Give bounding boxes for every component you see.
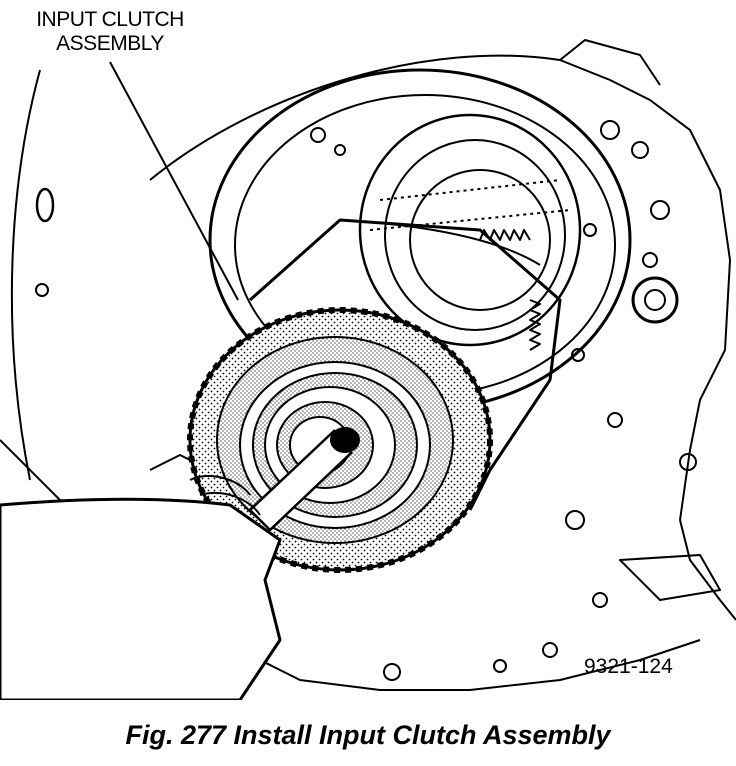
input-shaft bbox=[248, 427, 360, 532]
reaction-clutch-drum bbox=[358, 113, 582, 347]
input-clutch-illustration bbox=[0, 39, 736, 700]
hand bbox=[0, 475, 282, 700]
callout-line-1: INPUT CLUTCH bbox=[36, 8, 184, 31]
callout-line-2: ASSEMBLY bbox=[56, 32, 164, 55]
figure-caption: Fig. 277 Install Input Clutch Assembly bbox=[125, 720, 611, 750]
callout-label: INPUT CLUTCH ASSEMBLY bbox=[30, 8, 190, 56]
callout-leader-line bbox=[109, 61, 239, 301]
figure-code: 9321-124 bbox=[584, 655, 673, 678]
